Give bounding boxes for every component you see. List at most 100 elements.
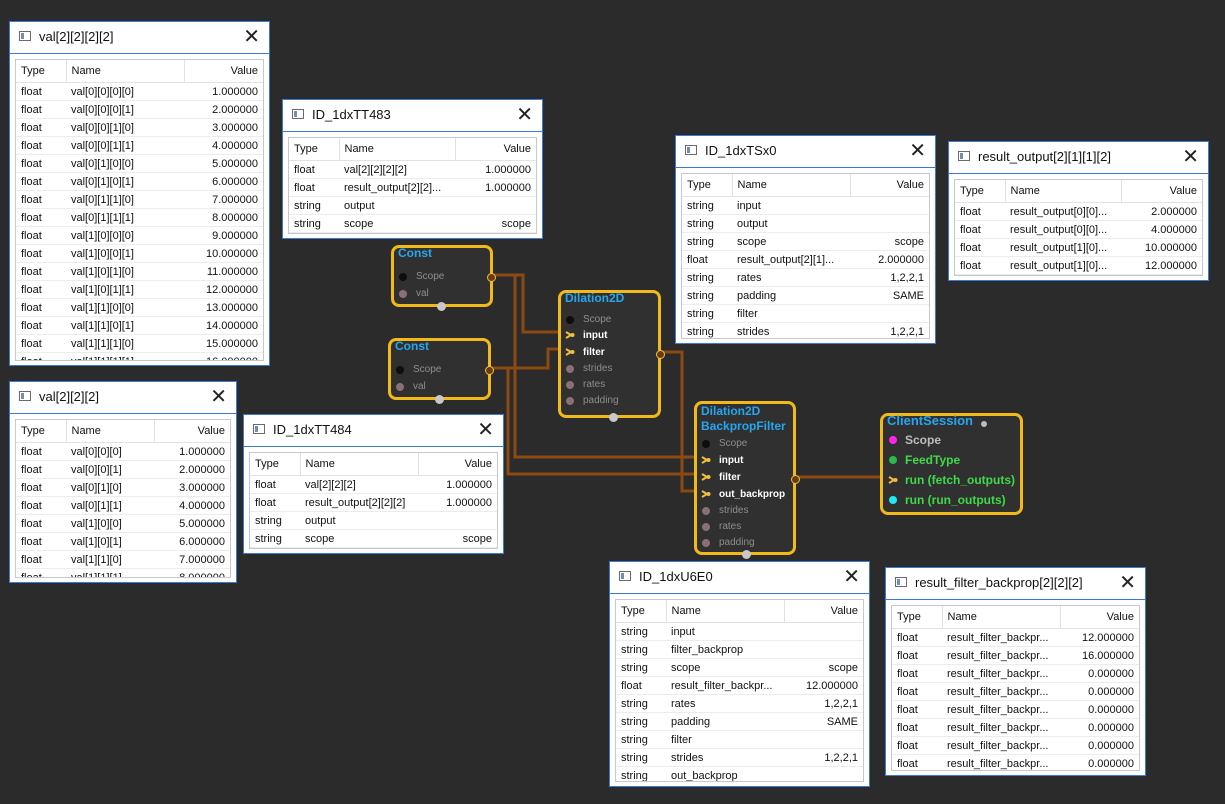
scope-pin-icon[interactable] <box>396 366 404 374</box>
strides-pin-icon[interactable] <box>702 507 710 515</box>
table-row[interactable]: floatval[0][1][1][0]7.000000 <box>16 191 263 209</box>
table-row[interactable]: floatval[0][0][1][1]4.000000 <box>16 137 263 155</box>
table-row[interactable]: floatval[1][1][0][1]14.000000 <box>16 317 263 335</box>
padding-pin-icon[interactable] <box>566 397 574 405</box>
panel-titlebar[interactable]: ID_1dxTT483 ✕ <box>283 100 542 132</box>
table-row[interactable]: stringfilter_backprop <box>616 641 863 659</box>
bottom-pin-icon[interactable] <box>437 302 446 311</box>
arrow-pin-icon[interactable] <box>701 490 711 498</box>
panel-titlebar[interactable]: ID_1dxTSx0 ✕ <box>676 136 935 168</box>
panel-titlebar[interactable]: val[2][2][2][2] ✕ <box>10 22 269 54</box>
table-row[interactable]: floatval[1][1][1]8.000000 <box>16 569 230 579</box>
output-pin-icon[interactable] <box>487 273 496 282</box>
column-header-type[interactable]: Type <box>289 138 339 161</box>
run-outputs-pin-icon[interactable] <box>889 496 897 504</box>
close-icon[interactable]: ✕ <box>1119 570 1136 595</box>
table-row[interactable]: stringpaddingSAME <box>682 287 929 305</box>
client-session-node[interactable]: ClientSession Scope FeedType run (fetch_… <box>880 413 1023 515</box>
table-row[interactable]: stringfilter <box>682 305 929 323</box>
column-header-type[interactable]: Type <box>16 420 66 443</box>
node-panel-ID_1dxTSx0[interactable]: ID_1dxTSx0 ✕ TypeNameValuestringinputstr… <box>675 135 936 344</box>
table-row[interactable]: stringout_backprop <box>616 767 863 783</box>
table-row[interactable]: floatresult_output[1][0]...12.000000 <box>955 257 1202 275</box>
output-pin-icon[interactable] <box>791 475 800 484</box>
table-row[interactable]: floatval[2][2][2]1.000000 <box>250 476 497 494</box>
table-row[interactable]: floatval[0][0][1][0]3.000000 <box>16 119 263 137</box>
table-row[interactable]: floatval[1][0][0][0]9.000000 <box>16 227 263 245</box>
column-header-name[interactable]: Name <box>300 453 418 476</box>
table-row[interactable]: floatresult_filter_backpr...0.000000 <box>892 755 1139 772</box>
column-header-name[interactable]: Name <box>339 138 455 161</box>
close-icon[interactable]: ✕ <box>843 564 860 589</box>
output-pin-icon[interactable] <box>485 366 494 375</box>
column-header-value[interactable]: Value <box>1121 180 1202 203</box>
column-header-type[interactable]: Type <box>892 606 942 629</box>
rates-pin-icon[interactable] <box>566 381 574 389</box>
tensor-panel-val3d[interactable]: val[2][2][2] ✕ TypeNameValuefloatval[0][… <box>9 381 237 583</box>
column-header-value[interactable]: Value <box>1060 606 1139 629</box>
tensor-panel-result-filter-backprop[interactable]: result_filter_backprop[2][2][2] ✕ TypeNa… <box>885 567 1146 776</box>
arrow-pin-icon[interactable] <box>565 331 575 339</box>
arrow-pin-icon[interactable] <box>565 348 575 356</box>
column-header-name[interactable]: Name <box>1005 180 1121 203</box>
table-row[interactable]: floatresult_filter_backpr...0.000000 <box>892 719 1139 737</box>
table-row[interactable]: floatval[0][0][1]2.000000 <box>16 461 230 479</box>
table-row[interactable]: stringfilter <box>616 731 863 749</box>
table-row[interactable]: stringstrides1,2,2,1 <box>682 323 929 340</box>
table-row[interactable]: floatval[0][0][0][0]1.000000 <box>16 83 263 101</box>
table-row[interactable]: floatval[0][1][0]3.000000 <box>16 479 230 497</box>
node-panel-ID_1dxTT484[interactable]: ID_1dxTT484 ✕ TypeNameValuefloatval[2][2… <box>243 414 504 554</box>
table-row[interactable]: stringscopescope <box>616 659 863 677</box>
padding-pin-icon[interactable] <box>702 539 710 547</box>
close-icon[interactable]: ✕ <box>1182 144 1199 169</box>
table-row[interactable]: floatval[1][1][1][0]15.000000 <box>16 335 263 353</box>
val-pin-icon[interactable] <box>396 383 404 391</box>
column-header-type[interactable]: Type <box>955 180 1005 203</box>
column-header-value[interactable]: Value <box>418 453 497 476</box>
column-header-value[interactable]: Value <box>850 174 929 197</box>
table-row[interactable]: stringoutput <box>289 197 536 215</box>
table-row[interactable]: stringinput <box>682 197 929 215</box>
table-row[interactable]: floatval[1][0][0][1]10.000000 <box>16 245 263 263</box>
table-row[interactable]: stringpaddingSAME <box>616 713 863 731</box>
column-header-name[interactable]: Name <box>66 60 184 83</box>
table-row[interactable]: floatval[0][0][0][1]2.000000 <box>16 101 263 119</box>
bottom-pin-icon[interactable] <box>435 395 444 404</box>
panel-titlebar[interactable]: result_filter_backprop[2][2][2] ✕ <box>886 568 1145 600</box>
arrow-pin-icon[interactable] <box>888 476 898 484</box>
scope-pin-icon[interactable] <box>889 436 897 444</box>
const-node-1[interactable]: Const Scope val <box>391 245 493 307</box>
table-row[interactable]: floatresult_filter_backpr...0.000000 <box>892 701 1139 719</box>
table-row[interactable]: stringoutput <box>682 215 929 233</box>
output-pin-icon[interactable] <box>656 350 665 359</box>
panel-titlebar[interactable]: result_output[2][1][1][2] ✕ <box>949 142 1208 174</box>
rates-pin-icon[interactable] <box>702 523 710 531</box>
table-row[interactable]: floatval[2][2][2][2]1.000000 <box>289 161 536 179</box>
column-header-type[interactable]: Type <box>682 174 732 197</box>
panel-titlebar[interactable]: ID_1dxU6E0 ✕ <box>610 562 869 594</box>
tensor-panel-val4d[interactable]: val[2][2][2][2] ✕ TypeNameValuefloatval[… <box>9 21 270 366</box>
table-row[interactable]: floatresult_filter_backpr...12.000000 <box>892 629 1139 647</box>
column-header-value[interactable]: Value <box>784 600 863 623</box>
arrow-pin-icon[interactable] <box>701 473 711 481</box>
column-header-name[interactable]: Name <box>666 600 784 623</box>
table-row[interactable]: floatresult_filter_backpr...16.000000 <box>892 647 1139 665</box>
dilation2d-backprop-filter-node[interactable]: Dilation2D BackpropFilter Scope input fi… <box>694 401 796 555</box>
table-row[interactable]: stringscopescope <box>289 215 536 233</box>
arrow-pin-icon[interactable] <box>701 456 711 464</box>
table-row[interactable]: floatresult_output[0][0]...2.000000 <box>955 203 1202 221</box>
table-row[interactable]: floatval[0][0][0]1.000000 <box>16 443 230 461</box>
table-row[interactable]: floatresult_filter_backpr...0.000000 <box>892 665 1139 683</box>
panel-titlebar[interactable]: val[2][2][2] ✕ <box>10 382 236 414</box>
table-row[interactable]: stringscopescope <box>250 530 497 548</box>
feedtype-pin-icon[interactable] <box>889 456 897 464</box>
table-row[interactable]: floatval[1][0][0]5.000000 <box>16 515 230 533</box>
table-row[interactable]: floatresult_output[2][2]...1.000000 <box>289 179 536 197</box>
close-icon[interactable]: ✕ <box>210 384 227 409</box>
column-header-value[interactable]: Value <box>455 138 536 161</box>
column-header-type[interactable]: Type <box>250 453 300 476</box>
table-row[interactable]: stringoutput <box>250 512 497 530</box>
bottom-pin-icon[interactable] <box>609 413 618 422</box>
table-row[interactable]: floatval[0][1][0][1]6.000000 <box>16 173 263 191</box>
table-row[interactable]: floatval[1][0][1]6.000000 <box>16 533 230 551</box>
